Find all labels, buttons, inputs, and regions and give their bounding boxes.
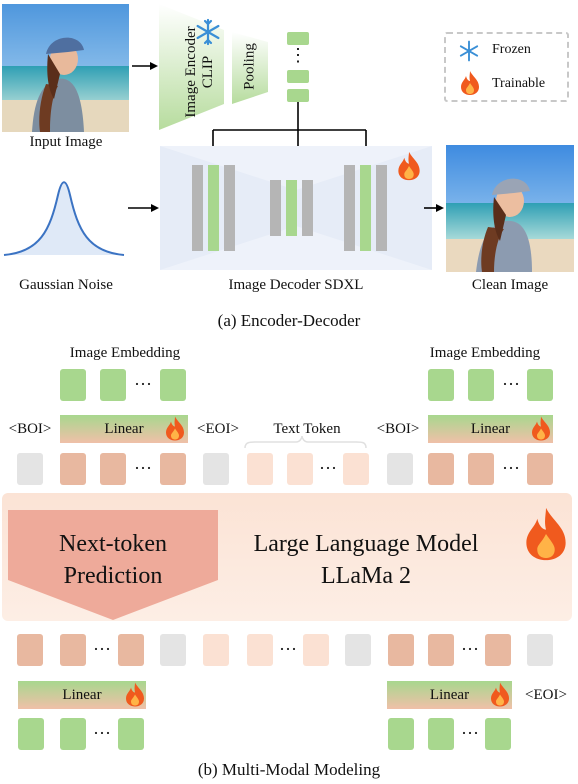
flame-icon (124, 681, 146, 708)
flame-icon (489, 681, 511, 708)
output-image (446, 145, 574, 272)
dots: ··· (461, 639, 479, 659)
image-decoder-block (160, 146, 432, 270)
decoder-label: Image Decoder SDXL (228, 277, 364, 293)
flame-icon (530, 415, 552, 442)
dots: ··· (502, 374, 520, 394)
caption-b: (b) Multi-Modal Modeling (197, 760, 381, 779)
linear-label-bottom-right: Linear (429, 687, 470, 703)
boi-label-left: <BOI> (8, 421, 52, 437)
feature-ellipsis: ⋮ (289, 45, 307, 65)
dots: ··· (93, 723, 111, 743)
dots: ··· (134, 374, 152, 394)
dots: ··· (502, 458, 520, 478)
dots: ··· (93, 639, 111, 659)
dots: ··· (279, 639, 297, 659)
legend (444, 32, 569, 102)
legend-trainable-label: Trainable (492, 76, 546, 91)
noise-label: Gaussian Noise (19, 277, 113, 293)
boi-label-right: <BOI> (376, 421, 420, 437)
linear-label-bottom-left: Linear (62, 687, 102, 703)
flame-icon (164, 415, 186, 442)
snowflake-icon (194, 18, 222, 46)
caption-a: (a) Encoder-Decoder (217, 311, 361, 330)
flame-icon (522, 505, 570, 563)
dots: ··· (461, 723, 479, 743)
flame-icon (459, 70, 481, 96)
text-token-label: Text Token (273, 421, 341, 437)
linear-label-right: Linear (470, 421, 511, 437)
eoi-label-left: <EOI> (197, 421, 239, 437)
embedding-row-left (60, 369, 186, 401)
pooling-label: Pooling (241, 43, 258, 90)
image-embedding-right-label: Image Embedding (429, 345, 541, 361)
snowflake-icon (458, 40, 480, 62)
input-image (2, 4, 129, 132)
output-image-label: Clean Image (471, 277, 549, 293)
dots: ··· (134, 458, 152, 478)
embedding-row-right (428, 369, 553, 401)
dots: ··· (319, 458, 337, 478)
legend-frozen-label: Frozen (492, 42, 531, 57)
eoi-label-bottom: <EOI> (525, 687, 567, 703)
linear-label-left: Linear (104, 421, 144, 437)
image-embedding-left-label: Image Embedding (69, 345, 181, 361)
flame-icon (396, 150, 422, 182)
input-image-label: Input Image (29, 134, 103, 150)
